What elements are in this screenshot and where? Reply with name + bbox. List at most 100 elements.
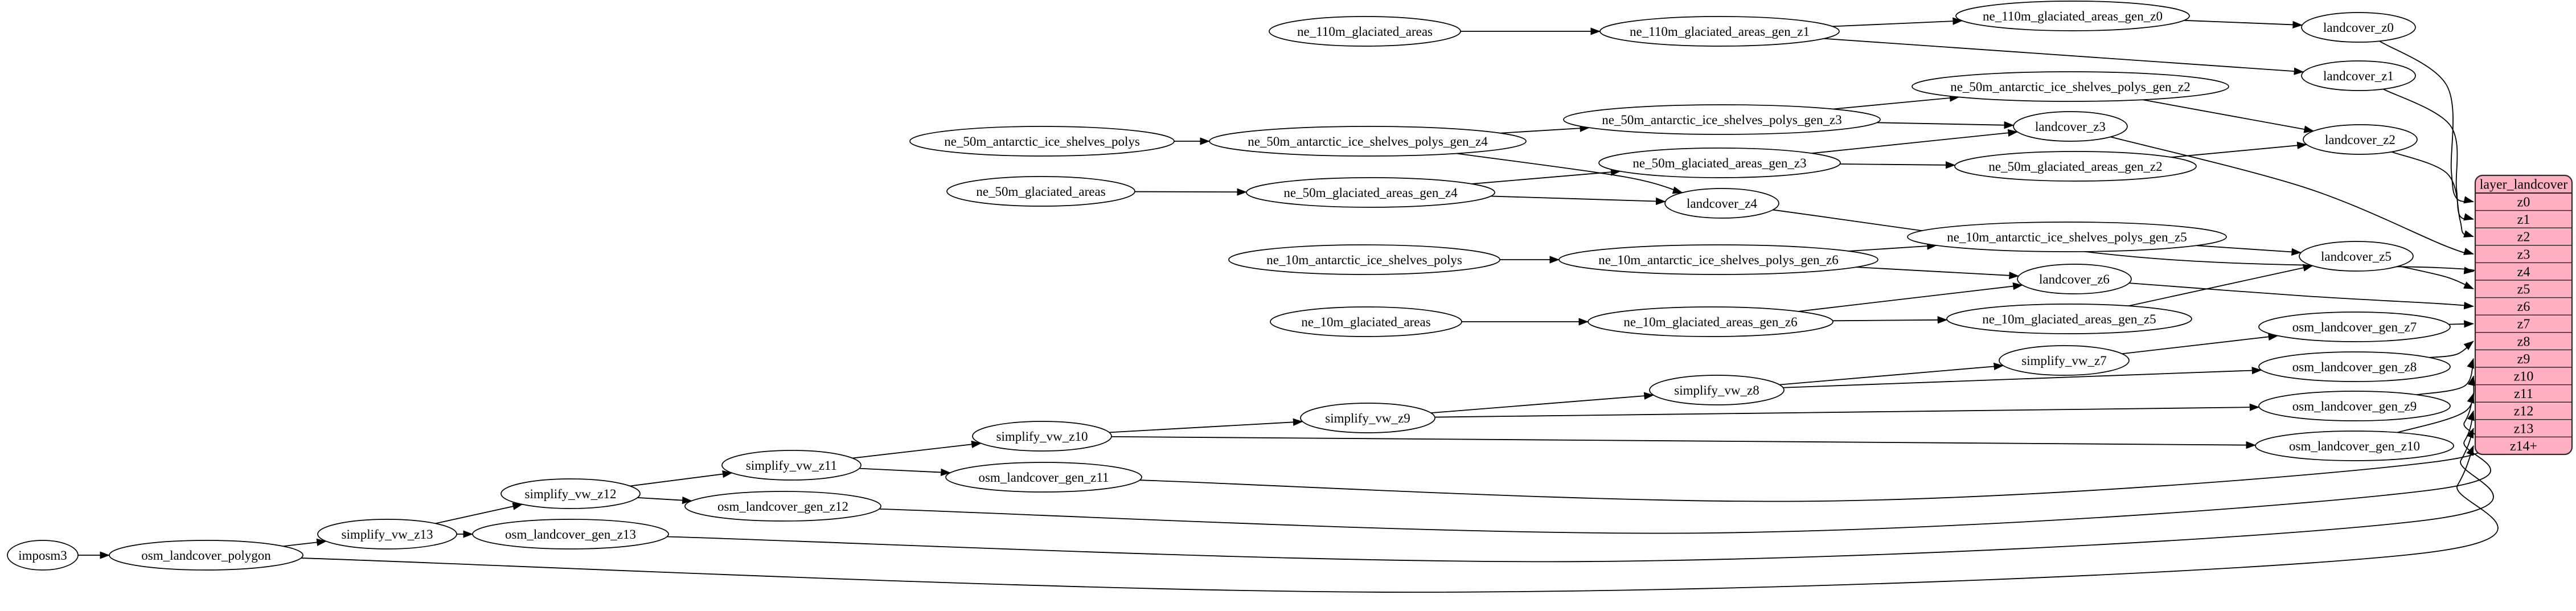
table-row-z4: z4 — [2517, 265, 2530, 280]
node-label-ne_50m_glaciated_areas_gen_z4: ne_50m_glaciated_areas_gen_z4 — [1283, 186, 1458, 200]
node-shape-simplify_vw_z11 — [721, 450, 862, 481]
node-shape-ne_110m_glaciated_areas_gen_z0 — [1955, 1, 2190, 31]
node-label-ne_50m_glaciated_areas_gen_z3: ne_50m_glaciated_areas_gen_z3 — [1632, 156, 1806, 170]
edge-ne_50m_glaciated_areas_gen_z4-to-ne_50m_glaciated_areas_gen_z3 — [1471, 168, 1621, 184]
node-label-simplify_vw_z12: simplify_vw_z12 — [525, 487, 617, 501]
node-shape-landcover_z5 — [2299, 241, 2414, 272]
node-simplify_vw_z9: simplify_vw_z9 — [1300, 403, 1435, 433]
edge-ne_50m_antarctic_ice_shelves_polys_gen_z4-to-ne_50m_antarctic_ice_shelves_polys_gen_z3 — [1500, 124, 1590, 134]
table-row-z14+: z14+ — [2510, 439, 2537, 454]
table-row-z2: z2 — [2517, 230, 2530, 245]
edge-osm_landcover_gen_z8-to-layer_landcover-z8 — [2429, 341, 2474, 358]
edge-simplify_vw_z8-to-simplify_vw_z7 — [1779, 362, 2004, 386]
edge-ne_10m_glaciated_areas_gen_z5-to-landcover_z5 — [2128, 264, 2314, 307]
node-osm_landcover_gen_z7: osm_landcover_gen_z7 — [2258, 311, 2451, 342]
node-label-simplify_vw_z13: simplify_vw_z13 — [342, 527, 433, 542]
node-ne_50m_glaciated_areas: ne_50m_glaciated_areas — [946, 176, 1135, 207]
node-shape-landcover_z4 — [1664, 188, 1779, 219]
node-shape-simplify_vw_z12 — [501, 478, 641, 509]
node-ne_10m_glaciated_areas_gen_z5: ne_10m_glaciated_areas_gen_z5 — [1946, 304, 2192, 334]
node-label-ne_50m_antarctic_ice_shelves_polys_gen_z4: ne_50m_antarctic_ice_shelves_polys_gen_z… — [1248, 134, 1488, 149]
edge-landcover_z3-to-layer_landcover-z3 — [2110, 136, 2474, 255]
node-shape-simplify_vw_z7 — [1999, 345, 2130, 376]
edge-simplify_vw_z8-to-osm_landcover_gen_z8 — [1783, 366, 2262, 388]
node-simplify_vw_z13: simplify_vw_z13 — [317, 519, 457, 550]
node-shape-simplify_vw_z10 — [972, 421, 1112, 452]
node-shape-ne_10m_antarctic_ice_shelves_polys — [1228, 244, 1500, 275]
edge-simplify_vw_z12-to-osm_landcover_gen_z12 — [637, 496, 692, 505]
node-shape-ne_10m_glaciated_areas_gen_z6 — [1588, 306, 1833, 337]
node-shape-imposm3 — [7, 540, 79, 571]
edge-simplify_vw_z10-to-simplify_vw_z9 — [1109, 418, 1303, 433]
node-shape-ne_50m_antarctic_ice_shelves_polys_gen_z4 — [1209, 126, 1527, 157]
node-landcover_z4: landcover_z4 — [1664, 188, 1779, 219]
node-ne_50m_antarctic_ice_shelves_polys_gen_z3: ne_50m_antarctic_ice_shelves_polys_gen_z… — [1563, 104, 1881, 135]
node-label-osm_landcover_polygon: osm_landcover_polygon — [141, 548, 271, 563]
node-shape-osm_landcover_gen_z11 — [945, 462, 1142, 493]
table-row-z5: z5 — [2517, 282, 2530, 297]
edge-landcover_z5-to-layer_landcover-z5 — [2398, 265, 2474, 290]
node-label-imposm3: imposm3 — [18, 548, 67, 563]
edge-ne_50m_glaciated_areas_gen_z2-to-landcover_z2 — [2171, 141, 2307, 158]
edge-ne_10m_glaciated_areas_gen_z6-to-landcover_z6 — [1798, 282, 2023, 312]
edge-osm_landcover_polygon-to-simplify_vw_z13 — [283, 538, 327, 547]
edge-simplify_vw_z9-to-simplify_vw_z8 — [1430, 392, 1654, 414]
node-label-ne_50m_glaciated_areas_gen_z2: ne_50m_glaciated_areas_gen_z2 — [1988, 159, 2162, 174]
node-ne_50m_antarctic_ice_shelves_polys_gen_z2: ne_50m_antarctic_ice_shelves_polys_gen_z… — [1912, 71, 2229, 102]
node-shape-osm_landcover_gen_z12 — [684, 491, 881, 522]
table-row-z3: z3 — [2517, 247, 2530, 262]
node-label-landcover_z1: landcover_z1 — [2323, 69, 2394, 83]
node-label-ne_10m_glaciated_areas_gen_z5: ne_10m_glaciated_areas_gen_z5 — [1982, 312, 2156, 326]
table-row-z1: z1 — [2517, 212, 2530, 227]
node-label-ne_10m_antarctic_ice_shelves_polys: ne_10m_antarctic_ice_shelves_polys — [1266, 253, 1462, 267]
edge-osm_landcover_gen_z13-to-layer_landcover-z13 — [667, 428, 2494, 563]
edge-ne_110m_glaciated_areas_gen_z0-to-landcover_z0 — [2184, 19, 2303, 29]
node-label-ne_50m_antarctic_ice_shelves_polys_gen_z3: ne_50m_antarctic_ice_shelves_polys_gen_z… — [1602, 113, 1842, 127]
node-label-ne_50m_antarctic_ice_shelves_polys: ne_50m_antarctic_ice_shelves_polys — [944, 134, 1140, 149]
edge-ne_110m_glaciated_areas_gen_z1-to-ne_110m_glaciated_areas_gen_z0 — [1832, 17, 1963, 27]
node-shape-osm_landcover_gen_z13 — [472, 519, 669, 550]
node-shape-landcover_z1 — [2301, 60, 2416, 91]
node-shape-ne_50m_antarctic_ice_shelves_polys — [909, 126, 1175, 157]
edge-simplify_vw_z7-to-osm_landcover_gen_z7 — [2122, 333, 2279, 355]
node-ne_50m_glaciated_areas_gen_z3: ne_50m_glaciated_areas_gen_z3 — [1598, 147, 1841, 178]
node-shape-osm_landcover_gen_z10 — [2255, 430, 2454, 461]
table-row-z11: z11 — [2514, 387, 2533, 401]
node-label-ne_50m_glaciated_areas: ne_50m_glaciated_areas — [976, 184, 1105, 199]
node-ne_110m_glaciated_areas_gen_z0: ne_110m_glaciated_areas_gen_z0 — [1955, 1, 2190, 31]
node-ne_50m_glaciated_areas_gen_z2: ne_50m_glaciated_areas_gen_z2 — [1954, 151, 2197, 182]
edge-simplify_vw_z11-to-simplify_vw_z10 — [852, 440, 982, 459]
node-shape-ne_50m_glaciated_areas_gen_z2 — [1954, 151, 2197, 182]
node-simplify_vw_z10: simplify_vw_z10 — [972, 421, 1112, 452]
node-label-osm_landcover_gen_z7: osm_landcover_gen_z7 — [2292, 320, 2417, 334]
node-label-osm_landcover_gen_z8: osm_landcover_gen_z8 — [2292, 360, 2417, 374]
node-label-ne_10m_antarctic_ice_shelves_polys_gen_z5: ne_10m_antarctic_ice_shelves_polys_gen_z… — [1947, 230, 2187, 244]
node-ne_50m_glaciated_areas_gen_z4: ne_50m_glaciated_areas_gen_z4 — [1246, 177, 1495, 208]
edge-ne_10m_glaciated_areas_gen_z6-to-ne_10m_glaciated_areas_gen_z5 — [1832, 316, 1948, 324]
edge-osm_landcover_gen_z12-to-layer_landcover-z12 — [879, 410, 2491, 534]
node-label-ne_50m_antarctic_ice_shelves_polys_gen_z2: ne_50m_antarctic_ice_shelves_polys_gen_z… — [1950, 80, 2191, 94]
table-layer: layer_landcoverz0z1z2z3z4z5z6z7z8z9z10z1… — [2474, 174, 2573, 456]
node-simplify_vw_z7: simplify_vw_z7 — [1999, 345, 2130, 376]
edge-ne_10m_antarctic_ice_shelves_polys_gen_z5-to-landcover_z5 — [2196, 245, 2302, 256]
node-label-simplify_vw_z7: simplify_vw_z7 — [2021, 354, 2107, 368]
table-row-z9: z9 — [2517, 352, 2530, 367]
node-ne_10m_glaciated_areas_gen_z6: ne_10m_glaciated_areas_gen_z6 — [1588, 306, 1833, 337]
table-row-z13: z13 — [2514, 421, 2534, 436]
edge-ne_50m_glaciated_areas_gen_z4-to-landcover_z4 — [1491, 195, 1666, 206]
node-label-simplify_vw_z8: simplify_vw_z8 — [1674, 383, 1759, 397]
table-row-z12: z12 — [2514, 404, 2534, 419]
table-title: layer_landcover — [2480, 178, 2568, 192]
edge-osm_landcover_gen_z9-to-layer_landcover-z9 — [2416, 358, 2475, 396]
node-label-simplify_vw_z11: simplify_vw_z11 — [746, 458, 837, 473]
node-ne_50m_antarctic_ice_shelves_polys: ne_50m_antarctic_ice_shelves_polys — [909, 126, 1175, 157]
node-shape-ne_50m_antarctic_ice_shelves_polys_gen_z2 — [1912, 71, 2229, 102]
node-ne_50m_antarctic_ice_shelves_polys_gen_z4: ne_50m_antarctic_ice_shelves_polys_gen_z… — [1209, 126, 1527, 157]
edges-layer — [78, 17, 2499, 593]
edge-landcover_z1-to-layer_landcover-z1 — [2382, 88, 2474, 221]
node-shape-osm_landcover_polygon — [109, 540, 303, 571]
node-label-landcover_z3: landcover_z3 — [2035, 120, 2106, 134]
node-label-landcover_z5: landcover_z5 — [2321, 249, 2392, 264]
